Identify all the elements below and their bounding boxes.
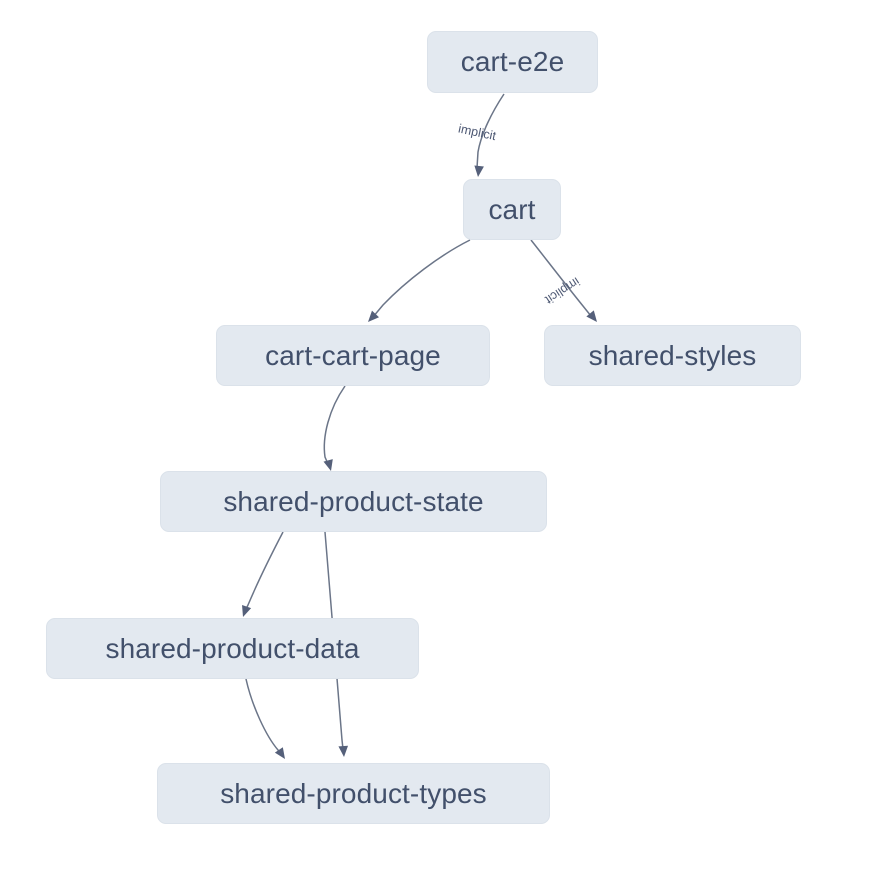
graph-node-label: shared-product-data <box>105 632 360 664</box>
graph-node-shared-product-state[interactable]: shared-product-state <box>160 471 547 532</box>
graph-node-cart-e2e[interactable]: cart-e2e <box>427 31 598 93</box>
arrowhead-shared-product-data__shared-product-types <box>274 747 285 759</box>
graph-node-label: cart-cart-page <box>265 339 441 371</box>
arrowhead-cart__shared-styles <box>586 310 597 322</box>
graph-node-shared-product-data[interactable]: shared-product-data <box>46 618 419 679</box>
edge-shared-product-data__shared-product-types <box>245 678 283 756</box>
arrowhead-cart-e2e__cart <box>474 165 484 177</box>
arrowhead-cart__cart-cart-page <box>368 310 380 322</box>
graph-node-label: shared-styles <box>588 339 757 371</box>
graph-node-shared-styles[interactable]: shared-styles <box>544 325 801 386</box>
arrowhead-shared-product-state__shared-product-types <box>338 745 349 757</box>
arrowhead-shared-product-state__shared-product-data <box>242 605 252 617</box>
graph-node-label: shared-product-state <box>223 485 484 517</box>
edge-label-cart-to-shared-styles: implicit <box>542 274 582 307</box>
graph-node-label: cart-e2e <box>460 46 565 77</box>
graph-node-label: shared-product-types <box>220 777 487 809</box>
graph-node-label: cart <box>488 193 536 225</box>
edge-cart-cart-page__shared-product-state <box>323 385 346 465</box>
edge-shared-product-state__shared-product-data <box>244 531 284 612</box>
graph-node-cart[interactable]: cart <box>463 179 561 240</box>
edge-cart__shared-styles <box>530 239 592 317</box>
edge-cart__cart-cart-page <box>372 239 471 318</box>
graph-node-shared-product-types[interactable]: shared-product-types <box>157 763 550 824</box>
edge-cart-e2e__cart <box>476 93 505 169</box>
edge-label-cart-e2e-to-cart: implicit <box>457 121 498 143</box>
graph-node-cart-cart-page[interactable]: cart-cart-page <box>216 325 490 386</box>
